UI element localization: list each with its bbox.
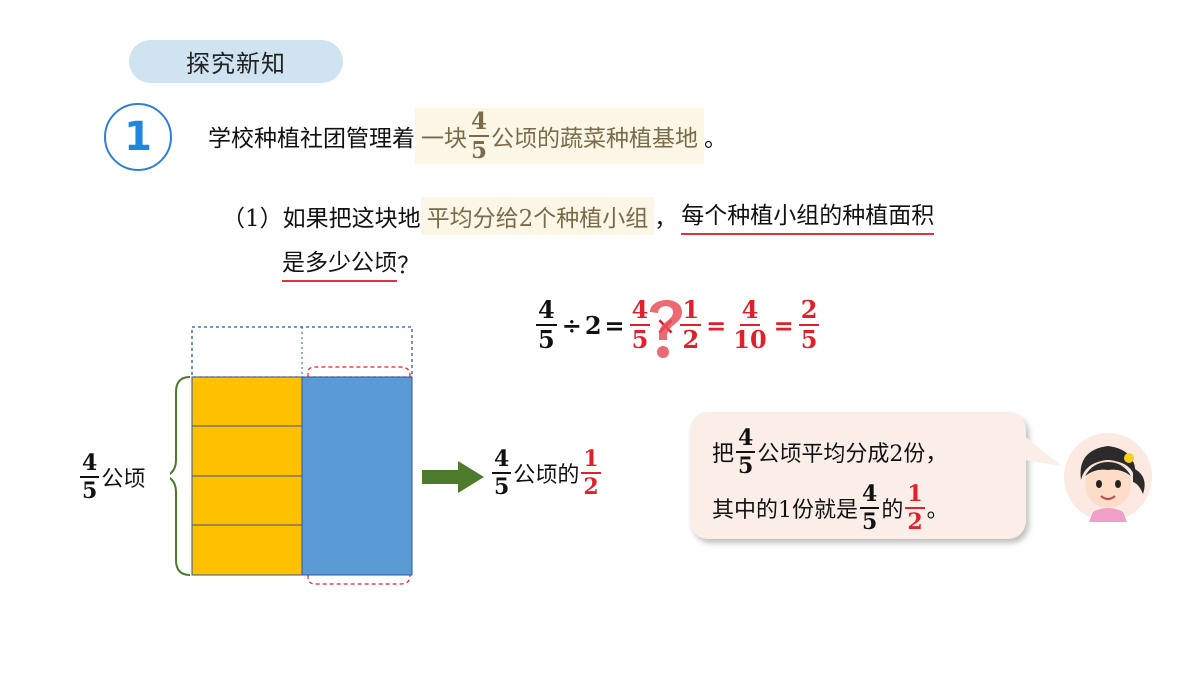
bubble-line-1: 把 4 5 公顷平均分成2份， xyxy=(712,425,1004,479)
eq-fraction-2: 4 5 xyxy=(629,295,651,354)
intro-text: 学校种植社团管理着 xyxy=(208,126,415,152)
fraction-four-fifths: 4 5 xyxy=(469,108,490,164)
denominator: 5 xyxy=(494,474,510,500)
question-highlight: 平均分给2个种植小组 xyxy=(420,196,655,235)
denominator: 2 xyxy=(682,325,700,354)
denominator: 2 xyxy=(907,509,923,535)
divide-sign: ÷ xyxy=(561,310,582,340)
question-mark-icon xyxy=(650,299,682,358)
denominator: 5 xyxy=(631,325,649,354)
question-comma: ， xyxy=(654,205,678,232)
right-text: 公顷的 xyxy=(513,463,580,488)
numerator: 4 xyxy=(736,425,756,453)
bubble-tail xyxy=(1024,436,1062,466)
right-fraction: 4 5 xyxy=(492,446,512,500)
numerator: 4 xyxy=(80,450,100,478)
denominator: 5 xyxy=(862,509,878,535)
denominator: 5 xyxy=(82,478,98,504)
bubble-text: 的 xyxy=(881,498,904,523)
denominator: 5 xyxy=(738,453,754,479)
brace xyxy=(170,376,191,576)
bubble-line-2: 其中的1份就是 4 5 的 1 2 。 xyxy=(712,481,1004,535)
numerator: 1 xyxy=(680,295,702,326)
numerator: 4 xyxy=(492,446,512,474)
bubble-text: 其中的1份就是 xyxy=(712,498,858,523)
numerator: 1 xyxy=(581,446,601,474)
question-mark: ？ xyxy=(397,252,420,279)
problem-statement: 学校种植社团管理着 一块 4 5 公顷的蔬菜种植基地 。 xyxy=(208,108,727,164)
numerator: 4 xyxy=(739,295,761,326)
eq-fraction-4: 4 10 xyxy=(731,298,768,352)
blue-half xyxy=(301,376,413,576)
numerator: 2 xyxy=(798,295,820,326)
section-title: 探究新知 xyxy=(129,40,343,83)
denominator: 10 xyxy=(733,325,767,354)
bubble-fraction-2: 4 5 xyxy=(860,481,880,535)
arrow-right-icon xyxy=(422,461,484,493)
left-fraction: 4 5 xyxy=(80,450,100,504)
red-dashed-top xyxy=(307,366,411,377)
area-diagram xyxy=(170,326,413,585)
denominator: 5 xyxy=(800,325,818,354)
intro-highlight: 一块 4 5 公顷的蔬菜种植基地 xyxy=(415,108,705,164)
bubble-part-fraction: 1 2 xyxy=(905,481,925,535)
problem-number-badge: 1 xyxy=(104,103,172,171)
denominator: 5 xyxy=(538,325,555,354)
right-part-fraction: 1 2 xyxy=(581,446,601,500)
numerator: 4 xyxy=(536,295,557,326)
equals-sign: = xyxy=(773,310,794,340)
numerator: 4 xyxy=(860,481,880,509)
intro-hl-after: 公顷的蔬菜种植基地 xyxy=(491,126,699,152)
left-label: 4 5 公顷 xyxy=(78,452,145,502)
denominator: 5 xyxy=(471,137,488,164)
numerator: 1 xyxy=(905,481,925,509)
eq-fraction-1: 4 5 xyxy=(536,298,557,352)
numerator: 4 xyxy=(629,295,651,326)
speech-bubble: 把 4 5 公顷平均分成2份， 其中的1份就是 4 5 的 1 2 。 xyxy=(690,412,1026,539)
numerator: 4 xyxy=(469,108,490,137)
question-line-1: （1）如果把这块地 平均分给2个种植小组 ， 每个种植小组的种植面积 xyxy=(222,196,935,235)
question-underlined-1: 每个种植小组的种植面积 xyxy=(681,196,935,235)
red-dashed-bottom xyxy=(307,575,411,585)
divisor: 2 xyxy=(584,310,602,340)
equals-sign: = xyxy=(706,310,727,340)
girl-avatar xyxy=(1064,433,1152,522)
right-label: 4 5 公顷的 1 2 xyxy=(490,448,603,498)
bubble-text: 公顷平均分成2份， xyxy=(757,442,948,467)
intro-end: 。 xyxy=(704,126,728,152)
equals-sign: = xyxy=(604,310,625,340)
question-underlined-2: 是多少公顷 xyxy=(282,243,397,282)
denominator: 2 xyxy=(583,474,599,500)
left-unit: 公顷 xyxy=(101,467,146,492)
eq-fraction-5: 2 5 xyxy=(798,295,820,354)
question-line-2: 是多少公顷 ？ xyxy=(282,243,420,282)
bubble-fraction-1: 4 5 xyxy=(736,425,756,479)
question-prefix: （1）如果把这块地 xyxy=(222,205,421,232)
intro-hl-before: 一块 xyxy=(421,126,467,152)
eq-fraction-3: 1 2 xyxy=(680,295,702,354)
bubble-text: 把 xyxy=(712,442,735,467)
bubble-text: 。 xyxy=(926,498,949,523)
